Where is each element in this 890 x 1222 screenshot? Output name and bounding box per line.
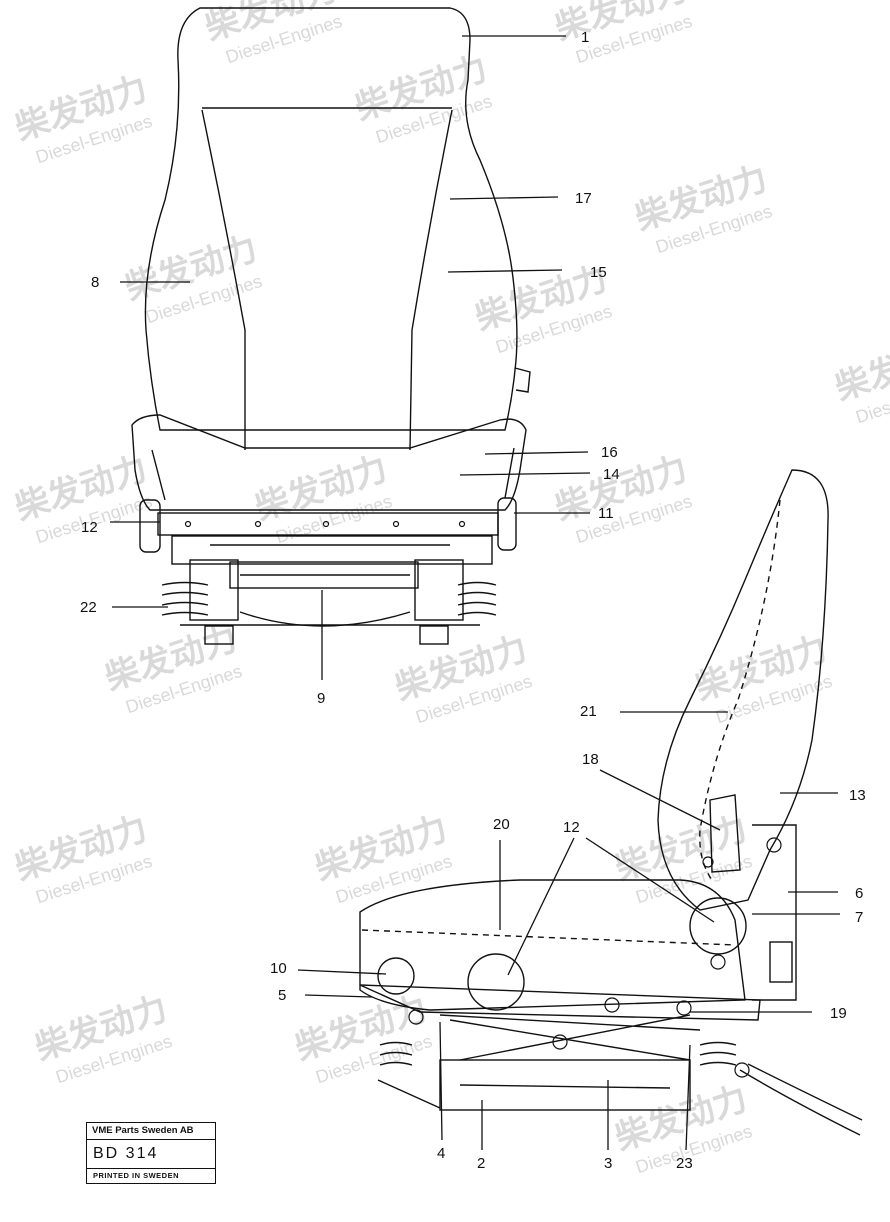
callout-9: 9 bbox=[317, 690, 325, 707]
callout-13: 13 bbox=[849, 787, 866, 804]
callout-16: 16 bbox=[601, 444, 618, 461]
callout-23: 23 bbox=[676, 1155, 693, 1172]
callout-7: 7 bbox=[855, 909, 863, 926]
side-view-seat bbox=[359, 469, 863, 1136]
side-view-bolts bbox=[408, 837, 782, 1078]
watermark-brand: 柴发动力 bbox=[831, 329, 890, 407]
callout-21: 21 bbox=[580, 703, 597, 720]
stamp-code: BD 314 bbox=[87, 1140, 215, 1169]
callout-12-side: 12 bbox=[563, 819, 580, 836]
callout-10: 10 bbox=[270, 960, 287, 977]
callout-6: 6 bbox=[855, 885, 863, 902]
callout-5: 5 bbox=[278, 987, 286, 1004]
callout-labels: 1 17 15 8 16 14 12 11 22 9 21 18 13 20 1… bbox=[80, 29, 866, 1172]
callout-19: 19 bbox=[830, 1005, 847, 1022]
leader-lines bbox=[110, 35, 840, 1151]
callout-11: 11 bbox=[598, 505, 614, 522]
callout-4: 4 bbox=[437, 1145, 445, 1162]
callout-22: 22 bbox=[80, 599, 97, 616]
callout-2: 2 bbox=[477, 1155, 485, 1172]
callout-14: 14 bbox=[603, 466, 620, 483]
callout-8: 8 bbox=[91, 274, 99, 291]
stamp-company: VME Parts Sweden AB bbox=[87, 1123, 215, 1140]
stamp-printed: PRINTED IN SWEDEN bbox=[93, 1171, 180, 1180]
callout-1: 1 bbox=[581, 29, 589, 46]
frame-holes bbox=[184, 520, 466, 528]
callout-20: 20 bbox=[493, 816, 510, 833]
title-stamp: VME Parts Sweden AB BD 314 PRINTED IN SW… bbox=[86, 1122, 216, 1184]
front-view-seat bbox=[131, 7, 531, 645]
callout-17: 17 bbox=[575, 190, 592, 207]
callout-18: 18 bbox=[582, 751, 599, 768]
callout-15: 15 bbox=[590, 264, 607, 281]
callout-12-front: 12 bbox=[81, 519, 98, 536]
callout-3: 3 bbox=[604, 1155, 612, 1172]
